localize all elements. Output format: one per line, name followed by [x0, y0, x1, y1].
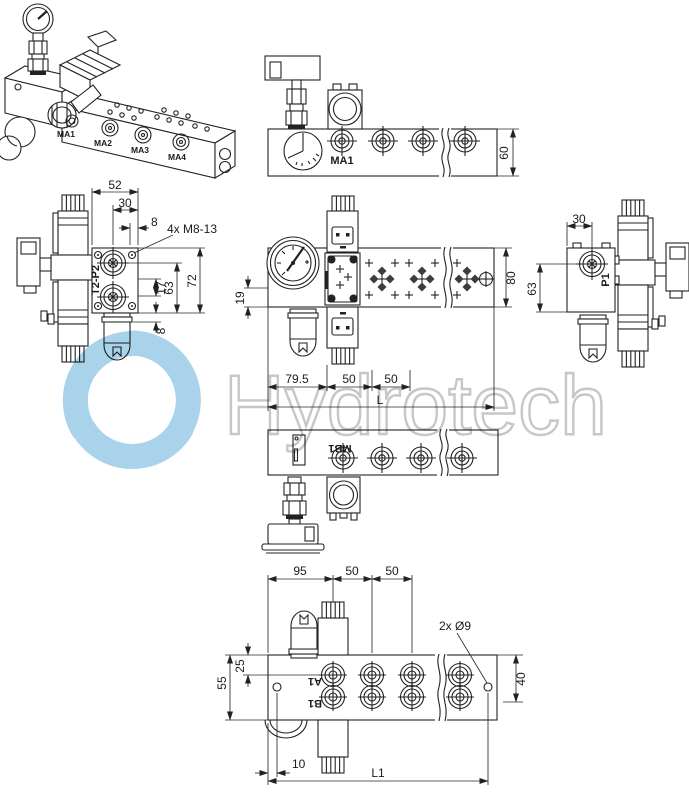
break-line: [439, 127, 451, 178]
svg-text:2x Ø9: 2x Ø9: [439, 619, 471, 633]
svg-text:52: 52: [108, 178, 122, 192]
iso-label-ma2: MA2: [94, 138, 112, 148]
left-end-plate: [91, 246, 139, 314]
mb1-port-label: MB1: [328, 442, 351, 454]
right-end-plate: [566, 242, 620, 313]
iso-label-ma4: MA4: [168, 152, 186, 162]
dim-60: 60: [497, 128, 519, 177]
thread-callout: 4x M8-13: [133, 222, 217, 254]
top-view: MA1 60: [264, 55, 519, 178]
bottom-regulator-dome: [264, 719, 308, 739]
svg-text:8: 8: [151, 215, 158, 229]
dim-52: 52: [91, 178, 139, 245]
dim-40: 40: [497, 654, 528, 703]
svg-text:55: 55: [215, 676, 229, 690]
break-line: [441, 246, 453, 309]
bottom-label-b1: B1: [308, 697, 322, 709]
front-pressure-gauge: [266, 236, 320, 290]
svg-text:30: 30: [572, 212, 586, 226]
svg-text:50: 50: [385, 564, 399, 578]
iso-ports: [65, 114, 190, 151]
break-line: [435, 653, 447, 722]
top-port-label: MA1: [330, 155, 353, 167]
dims-top: 95 50 50: [267, 564, 413, 653]
iso-label-ma1: MA1: [57, 129, 75, 139]
svg-text:30: 30: [118, 196, 132, 210]
svg-text:60: 60: [497, 146, 511, 160]
svg-text:19: 19: [233, 291, 247, 305]
svg-text:4x M8-13: 4x M8-13: [167, 222, 217, 236]
svg-text:80: 80: [504, 271, 518, 285]
top-valve-coil: [327, 83, 363, 130]
svg-text:63: 63: [162, 281, 176, 295]
bottom-accumulator: [288, 610, 320, 659]
dims-bottom: 79.5 50 50 L: [267, 307, 495, 411]
svg-text:L: L: [377, 393, 384, 407]
iso-label-ma3: MA3: [131, 145, 149, 155]
svg-text:50: 50: [384, 372, 398, 386]
right-valve: [614, 200, 689, 367]
mb1-valve-coil: [326, 476, 361, 521]
holes-callout: 2x Ø9: [439, 619, 488, 684]
bottom-regulator-dome-inner: [269, 719, 303, 734]
left-accumulator: [101, 312, 133, 361]
bottom-valve: [317, 601, 349, 774]
left-port-label: T2-P2: [90, 265, 102, 295]
left-valve: [17, 195, 92, 362]
svg-text:L1: L1: [371, 766, 385, 780]
svg-text:63: 63: [525, 282, 539, 296]
bottom-ports: [272, 660, 493, 712]
right-port-label: P1: [600, 273, 612, 286]
svg-text:17: 17: [154, 281, 168, 295]
front-view: 19 80 79.5 50 50 L: [233, 195, 518, 411]
svg-text:40: 40: [514, 672, 528, 686]
svg-text:25: 25: [233, 659, 247, 673]
mb1-bar: [267, 429, 499, 476]
dim-30: 30: [112, 196, 139, 245]
iso-manifold-block: [60, 94, 237, 179]
dim-19: 19: [233, 276, 268, 319]
front-solenoid-valve: [324, 195, 361, 365]
right-accumulator: [577, 314, 609, 363]
dim-25: 25: [233, 643, 319, 687]
left-side-view: T2-P2 52 30 8 4x M8-13 17 63 72 8: [15, 178, 217, 383]
top-gauge-dial: [283, 131, 323, 171]
svg-text:8: 8: [154, 327, 168, 334]
break-line: [437, 428, 449, 477]
svg-text:10: 10: [292, 757, 306, 771]
svg-text:50: 50: [345, 564, 359, 578]
bottom-view: A1 B1 95 50 50 2x Ø9 40 55 25 10: [215, 564, 528, 785]
dim-17: 17: [138, 278, 168, 297]
dim-30: 30: [566, 212, 593, 258]
dim-63: 63: [525, 263, 576, 313]
iso-mount-holes: [107, 102, 210, 132]
svg-text:72: 72: [185, 274, 199, 288]
iso-pressure-gauge: [22, 3, 54, 75]
top-gauge-body: [264, 55, 321, 129]
isometric-view: MA1 MA2 MA3 MA4: [0, 3, 237, 179]
dim-8-top: 8: [119, 215, 158, 245]
dim-l1: L1: [267, 693, 489, 785]
dim-72: 72: [138, 247, 205, 314]
iso-solenoid-valve: [47, 30, 122, 129]
dim-63: 63: [129, 262, 182, 314]
svg-text:95: 95: [293, 564, 307, 578]
mb1-gauge-stem: [261, 476, 325, 554]
mb1-slot: [292, 434, 306, 466]
front-accumulator: [287, 308, 319, 357]
bottom-bar: [267, 654, 498, 721]
iso-regulator-knob: [0, 116, 36, 161]
bottom-label-a1: A1: [308, 675, 322, 687]
mb1-view: MB1: [261, 428, 499, 554]
svg-text:79.5: 79.5: [285, 372, 309, 386]
dim-80: 80: [494, 247, 518, 308]
front-face-pattern: [364, 258, 494, 300]
svg-text:50: 50: [342, 372, 356, 386]
right-side-view: P1 30 63: [525, 188, 689, 388]
dim-10: 10: [255, 693, 306, 785]
